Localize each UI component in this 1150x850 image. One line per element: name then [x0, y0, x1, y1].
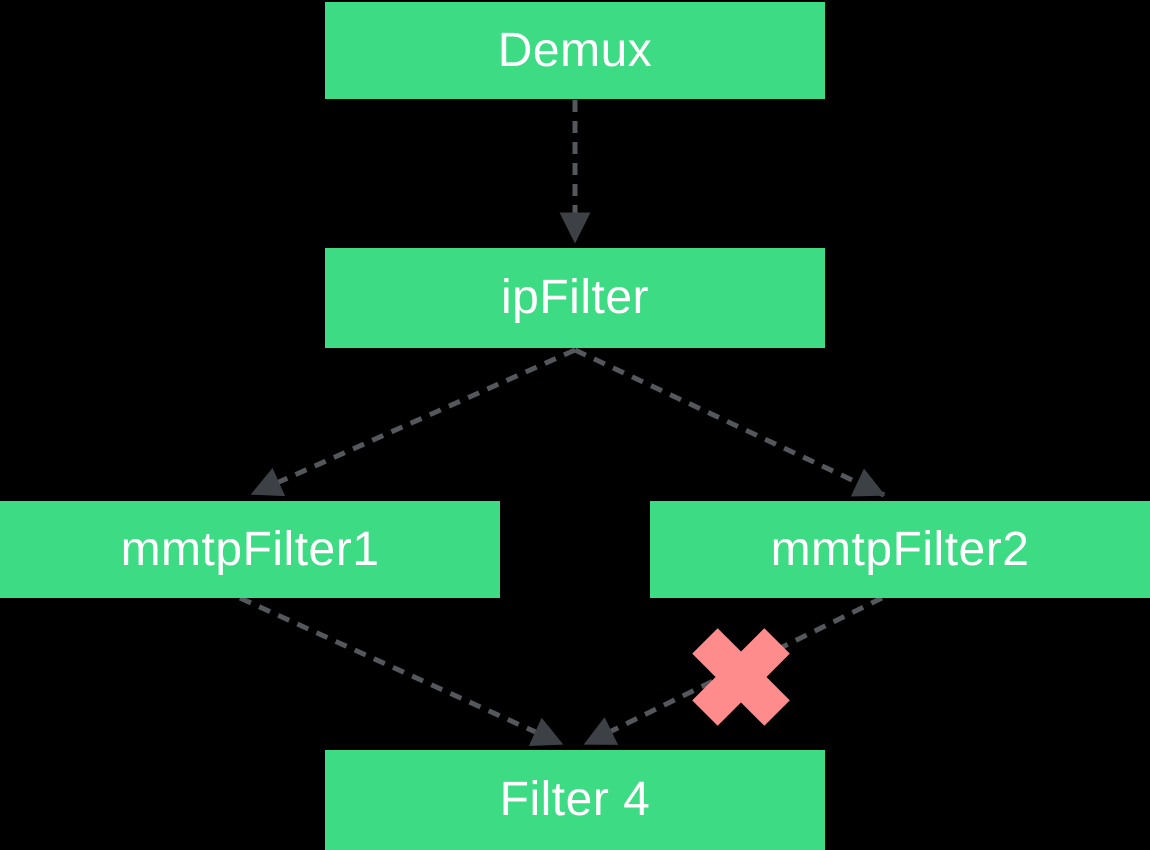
node-ipfilter-label: ipFilter [500, 271, 650, 324]
node-filter4-label: Filter 4 [499, 773, 651, 826]
node-mmtpfilter2-label: mmtpFilter2 [770, 522, 1030, 576]
node-filter4: Filter 4 [325, 750, 825, 850]
edge-ipfilter-to-mmtpfilter2 [573, 347, 886, 498]
broken-connection-x-icon [692, 628, 790, 726]
edge-mmtpfilter1-to-filter4 [238, 595, 564, 747]
node-mmtpfilter1: mmtpFilter1 [0, 501, 500, 598]
edge-mmtpfilter2-to-filter4 [583, 595, 884, 747]
node-demux-label: Demux [497, 23, 653, 77]
node-mmtpfilter2: mmtpFilter2 [650, 501, 1150, 598]
node-mmtpfilter1-label: mmtpFilter1 [120, 522, 380, 576]
edge-ipfilter-to-mmtpfilter1 [250, 347, 577, 497]
node-ipfilter: ipFilter [325, 248, 825, 348]
node-demux: Demux [325, 2, 825, 99]
